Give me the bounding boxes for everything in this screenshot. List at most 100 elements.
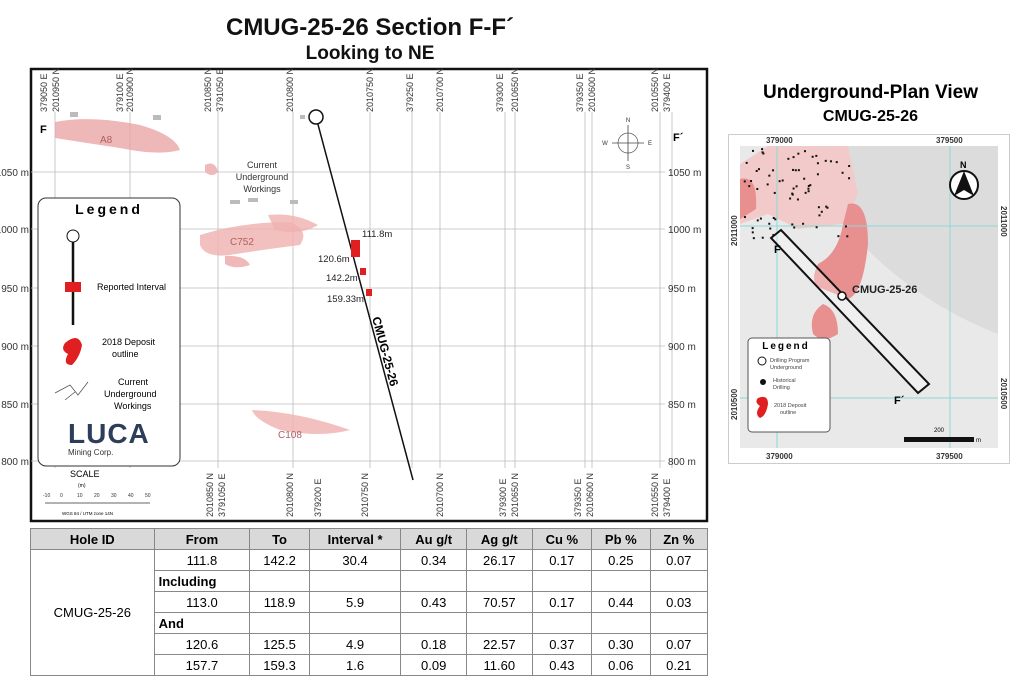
historical-drill-hole bbox=[755, 169, 758, 172]
historical-drill-hole bbox=[803, 150, 806, 153]
orebody-fragment bbox=[225, 255, 250, 268]
elevation-label-left: 950 m bbox=[1, 284, 29, 295]
grid-label-top: 2010750 N bbox=[365, 68, 375, 112]
grid-label-top: 2010900 N bbox=[125, 68, 135, 112]
section-start-label: F bbox=[40, 124, 47, 136]
elevation-label-left: 1000 m bbox=[0, 225, 29, 236]
historical-drill-hole bbox=[756, 219, 759, 222]
historical-drill-hole bbox=[772, 216, 775, 219]
scale-tick-label: 50 bbox=[145, 493, 151, 499]
plan-deposit bbox=[740, 146, 858, 229]
legend-reported: Reported Interval bbox=[97, 282, 166, 292]
historical-drill-hole bbox=[848, 177, 851, 180]
plan-view-subtitle: CMUG-25-26 bbox=[822, 108, 919, 125]
historical-drill-hole bbox=[848, 165, 851, 168]
historical-drill-hole bbox=[791, 223, 794, 226]
plan-y-label: 2010500 bbox=[730, 388, 739, 420]
orebody-label: A8 bbox=[100, 135, 113, 146]
historical-drill-hole bbox=[761, 148, 764, 151]
historical-drill-hole bbox=[796, 198, 799, 201]
historical-drill-hole bbox=[811, 155, 814, 158]
historical-drill-hole bbox=[815, 154, 818, 157]
scale-title: SCALE bbox=[70, 469, 100, 479]
historical-drill-hole bbox=[829, 160, 832, 163]
column-header: Ag g/t bbox=[466, 528, 533, 550]
svg-text:E: E bbox=[648, 141, 652, 147]
historical-drill-hole bbox=[803, 177, 806, 180]
historical-drill-hole bbox=[844, 225, 847, 228]
reported-interval bbox=[351, 240, 360, 257]
legend-workings-icon bbox=[54, 381, 89, 401]
plan-scale-label: 200 bbox=[934, 428, 945, 434]
plan-x-label: 379000 bbox=[766, 452, 793, 461]
historical-drill-hole bbox=[792, 156, 795, 159]
svg-text:S: S bbox=[626, 165, 630, 171]
historical-drill-hole bbox=[824, 159, 827, 162]
svg-text:W: W bbox=[602, 141, 608, 147]
historical-drill-hole bbox=[748, 185, 751, 188]
grid-label-bottom: 379300 E bbox=[498, 478, 508, 517]
orebody-label: C108 bbox=[278, 430, 302, 441]
hole-label: CMUG-25-26 bbox=[369, 315, 401, 388]
historical-drill-hole bbox=[815, 226, 818, 229]
grid-label-bottom: 2010600 N bbox=[585, 473, 595, 517]
grid-label-top: 379050 E bbox=[39, 73, 49, 112]
historical-drill-hole bbox=[768, 174, 771, 177]
historical-drill-hole bbox=[769, 227, 772, 230]
historical-drill-hole bbox=[751, 227, 754, 230]
scale-crs: WGS 84 / UTM zone 14N bbox=[62, 511, 113, 516]
orebody-fragment bbox=[205, 163, 218, 175]
historical-drill-hole bbox=[778, 180, 781, 183]
plan-end-label: F´ bbox=[894, 395, 905, 407]
legend-collar-icon bbox=[66, 229, 80, 243]
underground-workings bbox=[70, 112, 305, 204]
figure-title: CMUG-25-26 Section F-F´ bbox=[225, 14, 515, 41]
historical-drill-hole bbox=[789, 197, 792, 200]
plan-start-label: F bbox=[774, 244, 781, 256]
historical-drill-hole bbox=[787, 157, 790, 160]
historical-drill-hole bbox=[792, 168, 795, 171]
historical-drill-hole bbox=[809, 184, 812, 187]
intercept-label: 142.2m bbox=[326, 273, 358, 284]
grid-label-bottom: 2010800 N bbox=[285, 473, 295, 517]
elevation-label-right: 950 m bbox=[668, 284, 696, 295]
orebody-c108 bbox=[252, 410, 350, 434]
scale-tick-label: 30 bbox=[111, 493, 117, 499]
plan-y-label: 2011000 bbox=[730, 215, 739, 246]
legend-title: Legend bbox=[75, 201, 143, 217]
grid-label-top: 379350 E bbox=[575, 73, 585, 112]
historical-drill-hole bbox=[766, 183, 769, 186]
grid-label-top: 2010650 N bbox=[510, 68, 520, 112]
scale-tick-label: 0 bbox=[60, 493, 63, 499]
historical-drill-hole bbox=[757, 168, 760, 171]
reported-interval bbox=[360, 268, 366, 275]
svg-text:N: N bbox=[960, 160, 967, 170]
scale-unit: (m) bbox=[78, 483, 86, 489]
historical-drill-hole bbox=[846, 235, 849, 238]
compass-icon: NS EW bbox=[602, 118, 652, 171]
plan-scale-unit: m bbox=[976, 438, 981, 444]
grid-label-bottom: 379400 E bbox=[662, 478, 672, 517]
grid-label-top: 2010850 N bbox=[203, 68, 213, 112]
table-row: And bbox=[31, 612, 709, 634]
grid-label-bottom: 2010750 N bbox=[360, 473, 370, 517]
plan-x-label: 379000 bbox=[766, 136, 793, 145]
historical-drill-hole bbox=[751, 149, 754, 152]
intercept-label: 159.33m bbox=[327, 294, 364, 305]
elevation-label-right: 1000 m bbox=[668, 225, 701, 236]
historical-drill-hole bbox=[792, 187, 795, 190]
elevation-label-right: 900 m bbox=[668, 342, 696, 353]
column-header: From bbox=[153, 528, 251, 550]
orebody-label: C752 bbox=[230, 237, 254, 248]
plan-legend-box bbox=[747, 337, 831, 433]
historical-drill-hole bbox=[793, 226, 796, 229]
historical-drill-hole bbox=[791, 192, 794, 195]
scale-tick-label: -10 bbox=[43, 493, 50, 499]
grid-label-top: 2010600 N bbox=[587, 68, 597, 112]
